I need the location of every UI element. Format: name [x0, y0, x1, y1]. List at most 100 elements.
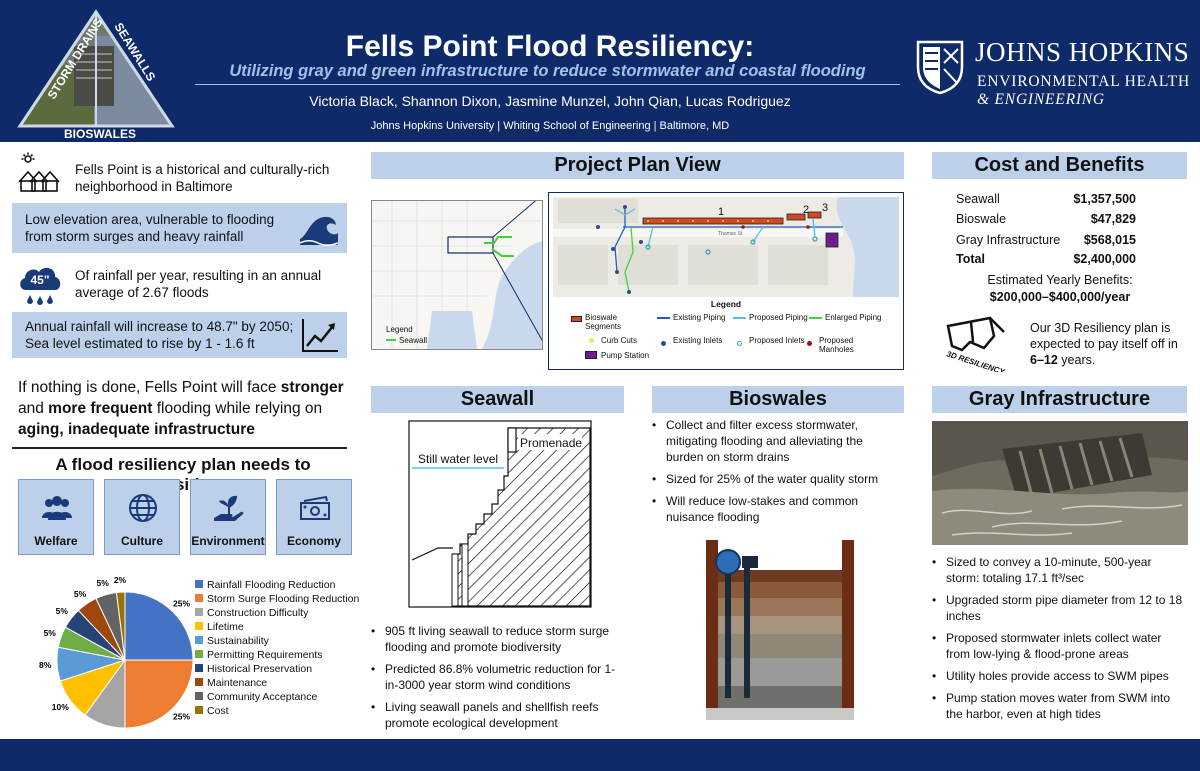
- pie-legend-item: Community Acceptance: [195, 690, 359, 704]
- consider-label: Economy: [286, 534, 341, 548]
- jhu-shield-icon: [916, 40, 964, 95]
- legend-label: Permitting Requirements: [207, 649, 323, 661]
- rainfall-badge: 45": [30, 273, 50, 287]
- plan-legend-title: Legend: [710, 299, 742, 309]
- jhu-name: JOHNS HOPKINS: [975, 37, 1190, 67]
- bioswales-heading: Bioswales: [652, 386, 904, 413]
- pie-slice-label: 2%: [114, 575, 127, 585]
- rain-cloud-icon: [20, 267, 61, 305]
- pie-legend-item: Cost: [195, 704, 359, 718]
- pie-slice-label: 10%: [92, 731, 109, 732]
- legend-proposed-piping: Proposed Piping: [733, 313, 809, 322]
- wave-icon: [299, 216, 339, 246]
- overview-map: Legend Seawall: [371, 190, 548, 350]
- consider-label: Culture: [121, 534, 163, 548]
- detail-map: Thames St 1 2 3: [553, 197, 899, 297]
- gray-bullet: Utility holes provide access to SWM pipe…: [932, 668, 1188, 684]
- fact-history: Fells Point is a historical and cultural…: [75, 162, 330, 194]
- pie-legend-item: Storm Surge Flooding Reduction: [195, 592, 359, 606]
- seawall-bullet: Living seawall panels and shellfish reef…: [371, 699, 626, 731]
- pie-legend-item: Historical Preservation: [195, 662, 359, 676]
- overview-legend-title: Legend: [386, 325, 413, 334]
- seawall-heading: Seawall: [371, 386, 624, 413]
- legend-label: Lifetime: [207, 621, 244, 633]
- legend-label: Maintenance: [207, 677, 268, 689]
- pie-legend-item: Permitting Requirements: [195, 648, 359, 662]
- warning-statement: If nothing is done, Fells Point will fac…: [18, 379, 344, 438]
- seawall-bullet: Predicted 86.8% volumetric reduction for…: [371, 661, 626, 693]
- jhu-logo: JOHNS HOPKINS ENVIRONMENTAL HEALTH & ENG…: [915, 35, 1195, 115]
- legend-pump-station: Pump Station: [585, 351, 671, 360]
- affiliation: Johns Hopkins University | Whiting Schoo…: [370, 120, 730, 132]
- legend-label: Sustainability: [207, 635, 269, 647]
- consider-label: Environment: [191, 534, 265, 548]
- consider-economy: Economy: [276, 479, 352, 555]
- trend-up-icon: [302, 319, 338, 352]
- legend-enlarged-piping: Enlarged Piping: [809, 313, 885, 322]
- legend-label: Storm Surge Flooding Reduction: [207, 593, 360, 605]
- pie-slice-label: 10%: [52, 702, 69, 712]
- people-icon: [42, 496, 72, 520]
- fact-elevation: Low elevation area, vulnerable to floodi…: [25, 212, 275, 244]
- detail-map-panel: Thames St 1 2 3 Legend Bioswale Segments…: [548, 192, 904, 370]
- segment-label-3: 3: [822, 202, 828, 214]
- storm-drain-photo: [932, 421, 1188, 545]
- street-label: Thames St: [718, 231, 743, 237]
- bioswale-bullet: Collect and filter excess stormwater, mi…: [652, 417, 902, 465]
- pie-slice-label: 25%: [173, 712, 190, 722]
- cost-row-total: Total$2,400,000: [956, 252, 1136, 266]
- legend-proposed-inlets: Proposed Inlets: [737, 336, 809, 346]
- glasses-label: 3D RESILIENCY: [945, 349, 1006, 372]
- project-logo: STORM DRAINS SEAWALLS BIOSWALES: [17, 9, 175, 140]
- fact-band-projection: [12, 312, 347, 358]
- legend-curb-cuts: Curb Cuts: [589, 336, 661, 345]
- seawall-cross-section: Promenade Still water level: [408, 420, 592, 608]
- legend-label: Cost: [207, 705, 229, 717]
- cost-heading: Cost and Benefits: [932, 152, 1187, 179]
- plant-hand-icon: [214, 495, 244, 521]
- fact-projection: Annual rainfall will increase to 48.7" b…: [25, 319, 294, 351]
- money-icon: [300, 495, 330, 520]
- cost-row-bioswale: Bioswale$47,829: [956, 212, 1136, 226]
- divider: [12, 447, 347, 449]
- globe-icon: [129, 494, 157, 522]
- bioswale-bullet: Sized for 25% of the water quality storm: [652, 471, 902, 487]
- seawall-bullet: 905 ft living seawall to reduce storm su…: [371, 623, 626, 655]
- houses-icon: [18, 152, 60, 192]
- pie-slice: [115, 591, 126, 661]
- legend-label: Historical Preservation: [207, 663, 313, 675]
- payback-text: Our 3D Resiliency plan is expected to pa…: [1030, 321, 1178, 367]
- gray-bullets: Sized to convey a 10-minute, 500-year st…: [932, 554, 1188, 728]
- legend-swatch: [195, 608, 203, 616]
- legend-swatch: [195, 706, 203, 714]
- consider-culture: Culture: [104, 479, 180, 555]
- poster-title: Fells Point Flood Resiliency:: [345, 30, 755, 63]
- pie-slice-label: 5%: [44, 628, 57, 638]
- legend-swatch: [195, 692, 203, 700]
- still-water-label: Still water level: [418, 452, 498, 466]
- 3d-glasses-icon: 3D RESILIENCY: [945, 316, 1006, 372]
- pie-legend-item: Rainfall Flooding Reduction: [195, 578, 359, 592]
- pie-slice: [124, 659, 194, 729]
- cost-row-seawall: Seawall$1,357,500: [956, 192, 1136, 206]
- overview-map-graphic: [372, 190, 548, 350]
- legend-label: Community Acceptance: [207, 691, 318, 703]
- legend-swatch: [195, 594, 203, 602]
- fact-band-elevation: [12, 203, 347, 253]
- seawall-bullets: 905 ft living seawall to reduce storm su…: [371, 623, 626, 737]
- poster-subtitle: Utilizing gray and green infrastructure …: [195, 62, 900, 85]
- bioswale-bullet: Will reduce low-stakes and common nuisan…: [652, 493, 902, 525]
- legend-swatch: [195, 636, 203, 644]
- segment-label-2: 2: [803, 204, 809, 216]
- footer-banner: [0, 739, 1200, 771]
- gray-heading: Gray Infrastructure: [932, 386, 1187, 413]
- logo-text-bottom: BIOSWALES: [64, 127, 136, 140]
- legend-existing-inlets: Existing Inlets: [661, 336, 733, 346]
- legend-swatch: [195, 678, 203, 686]
- legend-swatch: [195, 580, 203, 588]
- legend-existing-piping: Existing Piping: [657, 313, 733, 322]
- authors: Victoria Black, Shannon Dixon, Jasmine M…: [309, 93, 791, 109]
- legend-label: Rainfall Flooding Reduction: [207, 579, 336, 591]
- pie-slice-label: 25%: [173, 598, 190, 608]
- plan-heading: Project Plan View: [371, 152, 904, 179]
